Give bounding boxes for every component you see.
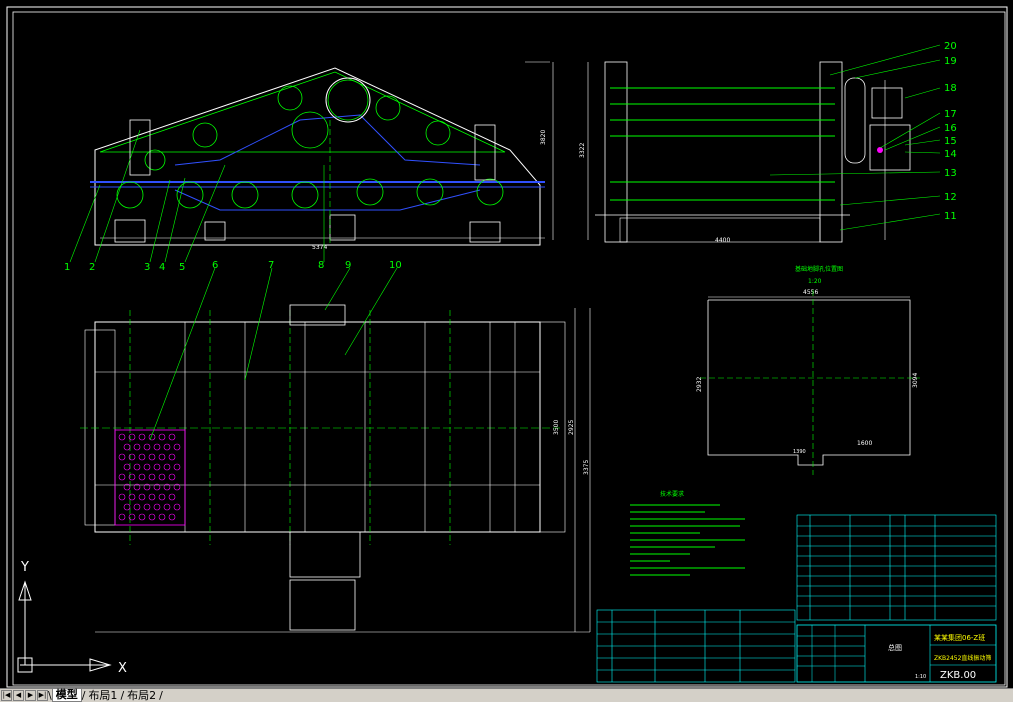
dim-found-top: 4556 [803,289,818,296]
tab-separator: \ [48,689,52,702]
callout-8: 8 [318,260,324,271]
title-drawing-name: 总图 [888,643,902,652]
tab-nav-next-button[interactable]: ▶ [25,690,36,701]
callout-18: 18 [944,83,957,94]
callout-13: 13 [944,168,957,179]
dim-front-height: 3820 [540,130,547,145]
foundation-title: 基础地脚孔位置图 [795,265,843,273]
callout-1: 1 [64,262,70,273]
callout-20: 20 [944,41,957,52]
callouts: 1 2 3 4 5 6 7 8 9 10 11 12 13 14 15 16 1… [64,41,957,441]
callout-6: 6 [212,260,218,271]
callout-2: 2 [89,262,95,273]
tab-nav-last-button[interactable]: ▶| [37,690,48,701]
drawing-inner-frame [12,11,1006,686]
drawing-frame [6,6,1008,688]
title-block: 总图 某某集团06-Z班 ZKB2452直线振动筛 ZKB.00 1:10 [796,624,997,683]
tab-nav-prev-button[interactable]: ◀ [13,690,24,701]
dim-found-left: 2932 [696,377,703,392]
front-view: 3820 5374 [90,61,554,251]
foundation-scale: 1:20 [808,278,822,285]
dim-front-length: 5374 [312,244,327,251]
tab-model[interactable]: 模型 [51,689,82,702]
callout-3: 3 [144,262,150,273]
tab-separator: / [81,689,86,702]
dim-plan-outer: 2925 [568,420,575,435]
dim-plan-length: 3375 [583,460,590,475]
dim-found-right: 3094 [912,373,919,388]
callout-15: 15 [944,136,957,147]
tech-req-title: 技术要求 [660,490,684,498]
technical-requirements: 技术要求 [630,490,745,576]
dim-found-bottom: 1600 [857,440,872,447]
title-company: 某某集团06-Z班 [934,633,985,642]
dim-found-note: 1390 [793,449,806,455]
horizontal-scrollbar[interactable] [170,690,1013,701]
dim-side-height: 3322 [579,143,586,158]
parts-list-upper [796,514,997,621]
tab-separator: / [159,689,163,702]
dim-side-width: 4400 [715,237,730,244]
side-view: 3322 4400 [579,61,911,244]
title-code: ZKB.00 [940,670,976,681]
callout-7: 7 [268,260,274,271]
callout-11: 11 [944,211,957,222]
layout-tab-bar: |◀ ◀ ▶ ▶| \ 模型 / 布局1 / 布局2 / [0,688,1013,702]
dim-plan-inner: 3500 [553,420,560,435]
tab-nav-first-button[interactable]: |◀ [1,690,12,701]
callout-4: 4 [159,262,165,273]
tab-separator: / [120,689,125,702]
callout-5: 5 [179,262,185,273]
callout-9: 9 [345,260,351,271]
title-scale: 1:10 [915,674,926,680]
callout-10: 10 [389,260,402,271]
title-model: ZKB2452直线振动筛 [934,654,991,662]
callout-19: 19 [944,56,957,67]
callout-14: 14 [944,149,957,160]
callout-12: 12 [944,192,957,203]
ucs-icon: Y X [17,560,127,676]
plan-view: 3500 2925 3375 [80,304,591,633]
tab-layout2[interactable]: 布局2 [127,688,157,702]
ucs-x-label: X [118,661,127,676]
ucs-y-label: Y [20,560,29,575]
foundation-view: 基础地脚孔位置图 1:20 4556 2932 3094 1600 1390 [696,265,920,475]
tab-layout1[interactable]: 布局1 [88,688,118,702]
callout-17: 17 [944,109,957,120]
parts-list-lower [596,609,796,683]
callout-16: 16 [944,123,957,134]
